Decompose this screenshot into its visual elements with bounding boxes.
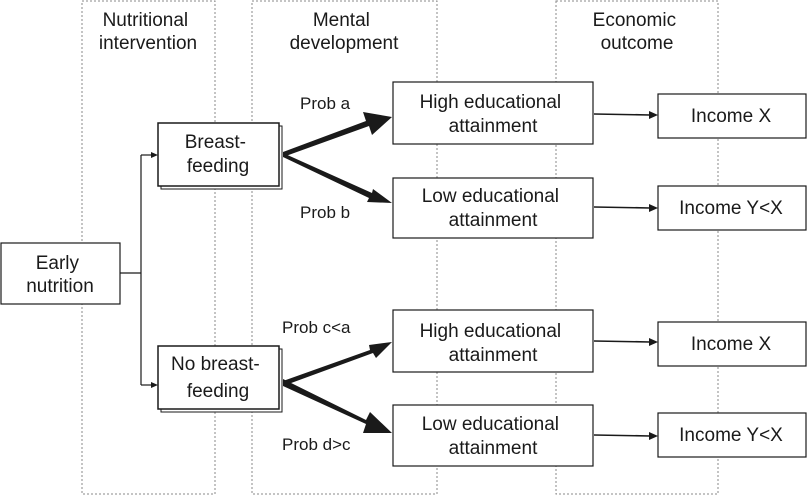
svg-text:Breast- feeding: Breast- feeding xyxy=(185,132,252,177)
svg-text:Income X: Income X xyxy=(691,334,772,355)
arrowhead-to-income-x-top xyxy=(649,111,658,119)
node-low-edu-bottom: Low educational attainment xyxy=(392,404,594,467)
svg-text:High educational attainm: High educational attainment xyxy=(420,92,567,137)
column-frame-mental-development xyxy=(251,0,438,495)
connector-early-nutrition xyxy=(120,154,152,386)
node-income-x-top: Income X xyxy=(657,93,807,139)
prob-b-label: Prob b xyxy=(300,203,350,222)
svg-text:Income X: Income X xyxy=(691,106,772,127)
column-header-economic-outcome: Economic outcome xyxy=(593,10,682,54)
column-header-nutritional-intervention: Nutritional intervention xyxy=(99,10,197,54)
arrow-breastfeeding-to-low-edu xyxy=(283,153,392,203)
arrow-no-breastfeeding-to-high-edu xyxy=(283,342,392,386)
arrowhead-to-income-x-bottom xyxy=(649,338,658,346)
arrowhead-to-no-breastfeeding xyxy=(151,382,158,388)
node-income-x-bottom: Income X xyxy=(657,321,807,367)
arrowhead-to-breastfeeding xyxy=(151,152,158,158)
svg-text:Income Y<X: Income Y<X xyxy=(679,425,783,446)
prob-a-label: Prob a xyxy=(300,94,351,113)
svg-text:No breast- feeding: No breast- feeding xyxy=(171,354,265,402)
arrow-no-breastfeeding-to-low-edu xyxy=(283,379,392,433)
column-header-mental-development: Mental development xyxy=(290,10,400,54)
prob-c-label: Prob c<a xyxy=(282,318,351,337)
svg-text:Income Y<X: Income Y<X xyxy=(679,198,783,219)
prob-d-label: Prob d>c xyxy=(282,435,351,454)
node-income-y-top: Income Y<X xyxy=(657,185,807,231)
node-income-y-bottom: Income Y<X xyxy=(657,412,807,458)
svg-text:Early nutrition: Early nutrition xyxy=(26,253,94,297)
node-early-nutrition: Early nutrition xyxy=(0,242,121,305)
income-arrows xyxy=(593,113,651,437)
node-no-breastfeeding: No breast- feeding xyxy=(157,345,283,413)
node-low-edu-top: Low educational attainment xyxy=(392,177,594,239)
arrow-breastfeeding-to-high-edu xyxy=(283,112,392,157)
arrowhead-to-income-y-top xyxy=(649,204,658,212)
svg-text:Low educational attainme: Low educational attainment xyxy=(422,414,565,459)
svg-text:Low educational attainme: Low educational attainment xyxy=(422,186,565,231)
column-frame-economic-outcome xyxy=(555,0,719,495)
arrowhead-to-income-y-bottom xyxy=(649,432,658,440)
node-breastfeeding: Breast- feeding xyxy=(157,122,283,190)
node-high-edu-top: High educational attainment xyxy=(392,81,594,145)
node-high-edu-bottom: High educational attainment xyxy=(392,309,594,373)
svg-text:High educational attainm: High educational attainment xyxy=(420,321,567,366)
